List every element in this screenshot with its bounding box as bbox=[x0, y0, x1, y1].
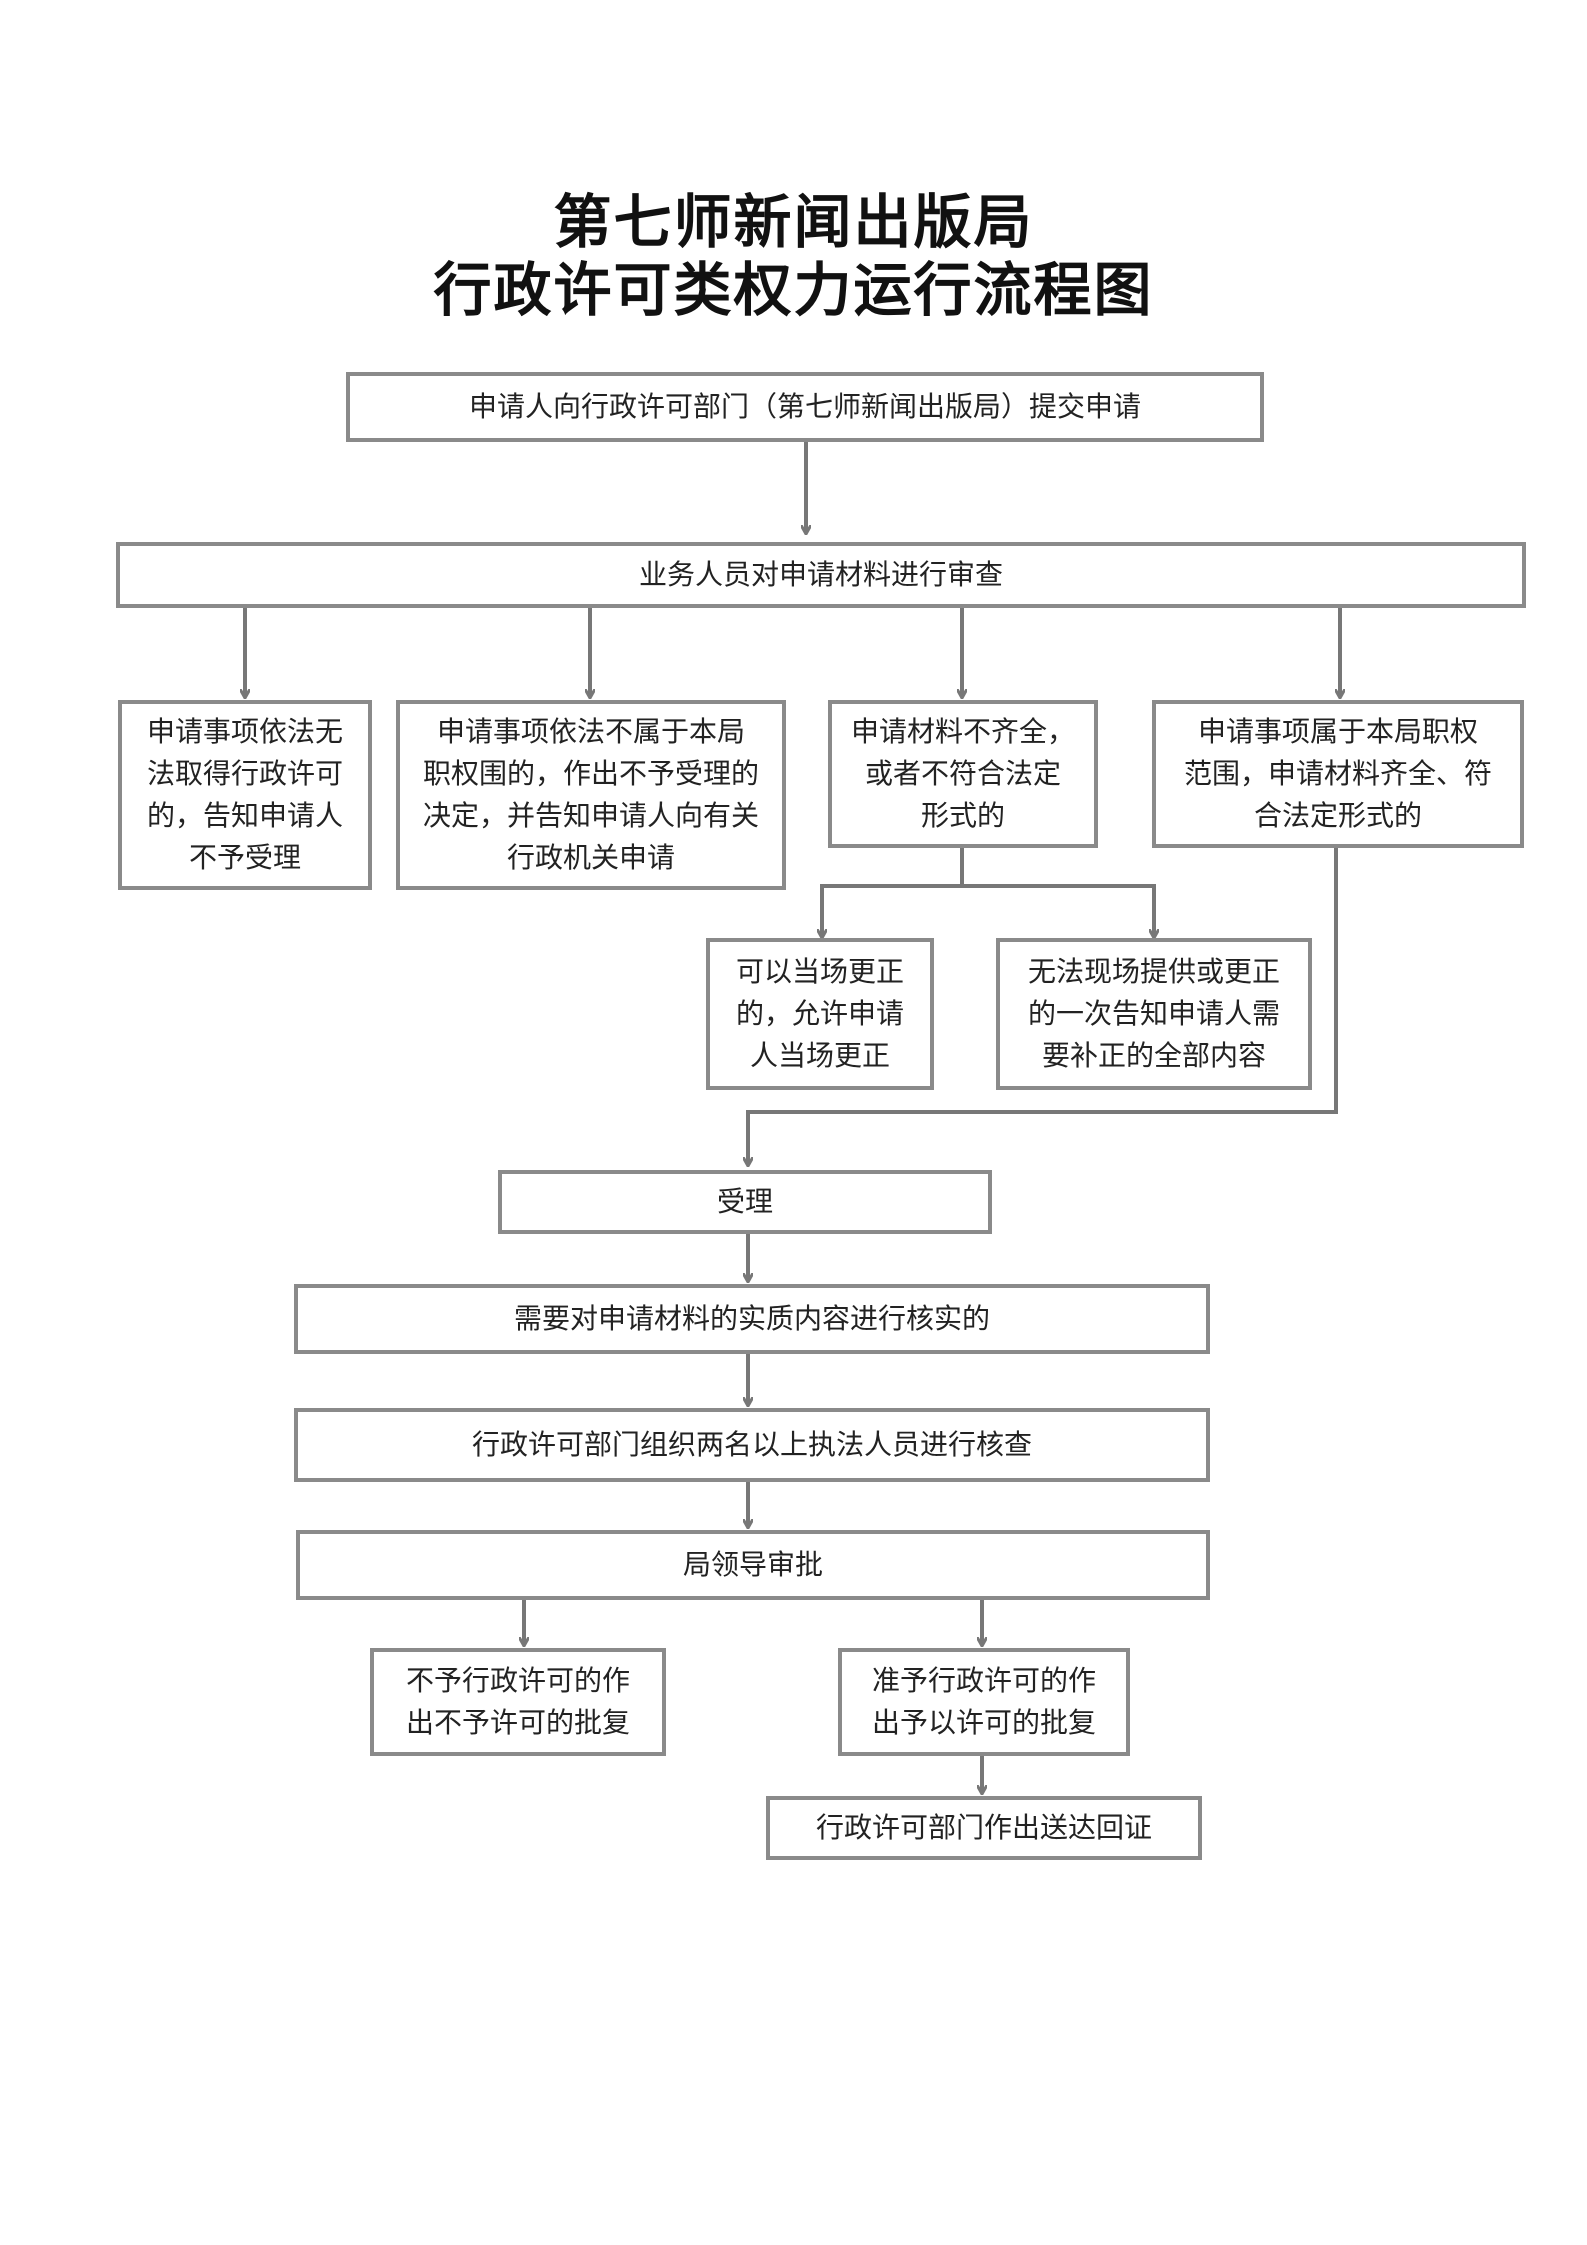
node-review: 业务人员对申请材料进行审查 bbox=[116, 542, 1526, 608]
title-line-2: 行政许可类权力运行流程图 bbox=[433, 256, 1154, 324]
arrow-incomplete-to-notify-supplement bbox=[962, 884, 1154, 936]
arrow-incomplete-to-correct-on-site bbox=[822, 848, 964, 936]
node-inspect: 行政许可部门组织两名以上执法人员进行核查 bbox=[294, 1408, 1210, 1482]
node-not-in-scope: 申请事项依法不属于本局 职权围的，作出不予受理的 决定，并告知申请人向有关 行政… bbox=[396, 700, 786, 890]
node-correct-on-site: 可以当场更正 的，允许申请 人当场更正 bbox=[706, 938, 934, 1090]
node-apply: 申请人向行政许可部门（第七师新闻出版局）提交申请 bbox=[346, 372, 1264, 442]
node-receipt: 行政许可部门作出送达回证 bbox=[766, 1796, 1202, 1860]
node-cannot-obtain: 申请事项依法无 法取得行政许可 的，告知申请人 不予受理 bbox=[118, 700, 372, 890]
title-line-1: 第七师新闻出版局 bbox=[553, 188, 1034, 256]
arrow-in-scope-to-accept bbox=[748, 848, 1338, 1164]
node-grant: 准予行政许可的作 出予以许可的批复 bbox=[838, 1648, 1130, 1756]
page-title: 第七师新闻出版局 行政许可类权力运行流程图 bbox=[0, 188, 1587, 324]
node-in-scope-complete: 申请事项属于本局职权 范围，申请材料齐全、符 合法定形式的 bbox=[1152, 700, 1524, 848]
node-leader-approval: 局领导审批 bbox=[296, 1530, 1210, 1600]
node-accept: 受理 bbox=[498, 1170, 992, 1234]
node-incomplete: 申请材料不齐全， 或者不符合法定 形式的 bbox=[828, 700, 1098, 848]
node-deny: 不予行政许可的作 出不予许可的批复 bbox=[370, 1648, 666, 1756]
node-verify-content: 需要对申请材料的实质内容进行核实的 bbox=[294, 1284, 1210, 1354]
node-notify-supplement: 无法现场提供或更正 的一次告知申请人需 要补正的全部内容 bbox=[996, 938, 1312, 1090]
